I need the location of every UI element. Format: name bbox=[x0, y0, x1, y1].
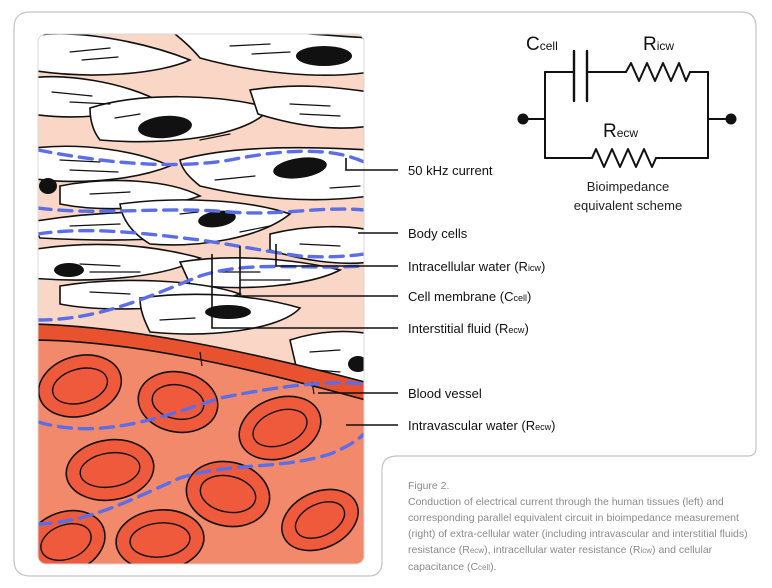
current-path-1 bbox=[38, 148, 364, 167]
label-c-cell: Ccell bbox=[526, 34, 558, 55]
current-path-4 bbox=[38, 264, 364, 322]
leader-membrane bbox=[239, 246, 398, 297]
circuit-title-line-2: equivalent scheme bbox=[574, 198, 682, 213]
current-path-5 bbox=[38, 381, 364, 431]
leader-lines bbox=[211, 158, 398, 426]
resistor-ecw bbox=[591, 148, 657, 168]
equivalent-circuit bbox=[522, 49, 732, 168]
illustration-border bbox=[37, 33, 365, 565]
blood-vessel-wall bbox=[38, 323, 364, 406]
current-path-3 bbox=[38, 228, 364, 259]
label-r-icw: Ricw bbox=[643, 34, 674, 55]
current-path-2 bbox=[38, 206, 364, 215]
cell-nuclei bbox=[39, 46, 364, 372]
leader-interstitial bbox=[211, 254, 398, 329]
tissue-labels: 50 kHz current Body cells Intracellular … bbox=[408, 163, 556, 433]
caption-figure-number: Figure 2. bbox=[408, 480, 450, 492]
label-interstitial-fluid: Interstitial fluid (Recw) bbox=[408, 321, 529, 336]
label-r-ecw: Recw bbox=[603, 121, 638, 142]
label-blood-vessel: Blood vessel bbox=[408, 386, 482, 401]
figure-frame bbox=[13, 11, 757, 577]
label-intravascular-water: Intravascular water (Recw) bbox=[408, 418, 556, 433]
cell-texture bbox=[51, 43, 361, 373]
label-cell-membrane: Cell membrane (Ccell) bbox=[408, 289, 531, 304]
caption-body: Conduction of electrical current through… bbox=[408, 496, 748, 573]
label-body-cells: Body cells bbox=[408, 226, 468, 241]
tissue-illustration bbox=[38, 34, 364, 564]
label-50khz-current: 50 kHz current bbox=[408, 163, 493, 178]
circuit-title-line-1: Bioimpedance bbox=[587, 179, 669, 194]
label-intracellular-water: Intracellular water (Ricw) bbox=[408, 259, 545, 274]
resistor-icw bbox=[625, 62, 691, 82]
leader-icw bbox=[275, 244, 398, 267]
figure-caption: Figure 2. Conduction of electrical curre… bbox=[408, 478, 764, 576]
terminal-left bbox=[517, 113, 529, 125]
current-path-6 bbox=[38, 432, 364, 526]
terminal-right bbox=[725, 113, 737, 125]
red-blood-cells bbox=[38, 354, 359, 564]
leader-current bbox=[345, 158, 398, 171]
current-paths bbox=[38, 148, 364, 526]
